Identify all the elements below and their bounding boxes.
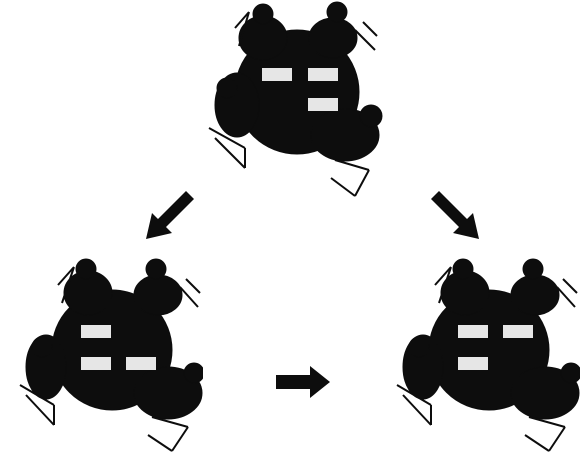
card-3 — [458, 357, 488, 370]
meeting-group-top — [205, 0, 385, 200]
card-1 — [81, 325, 111, 338]
arrow-icon — [431, 191, 479, 239]
meeting-group-bottom-left — [18, 255, 203, 455]
card-3 — [308, 98, 338, 111]
arrow-icon — [146, 191, 194, 239]
arrow-top-to-bottom-left — [140, 185, 200, 245]
card-1 — [262, 68, 292, 81]
card-1 — [458, 325, 488, 338]
arrow-top-to-bottom-right — [425, 185, 485, 245]
card-2 — [308, 68, 338, 81]
card-2 — [503, 325, 533, 338]
card-3 — [126, 357, 156, 370]
card-2 — [81, 357, 111, 370]
meeting-table-silhouette — [397, 259, 580, 451]
arrow-icon — [276, 366, 330, 398]
meeting-group-bottom-right — [395, 255, 580, 455]
meeting-table-silhouette — [209, 2, 382, 196]
arrow-bottom-left-to-bottom-right — [272, 362, 332, 402]
meeting-table-silhouette — [20, 259, 203, 451]
